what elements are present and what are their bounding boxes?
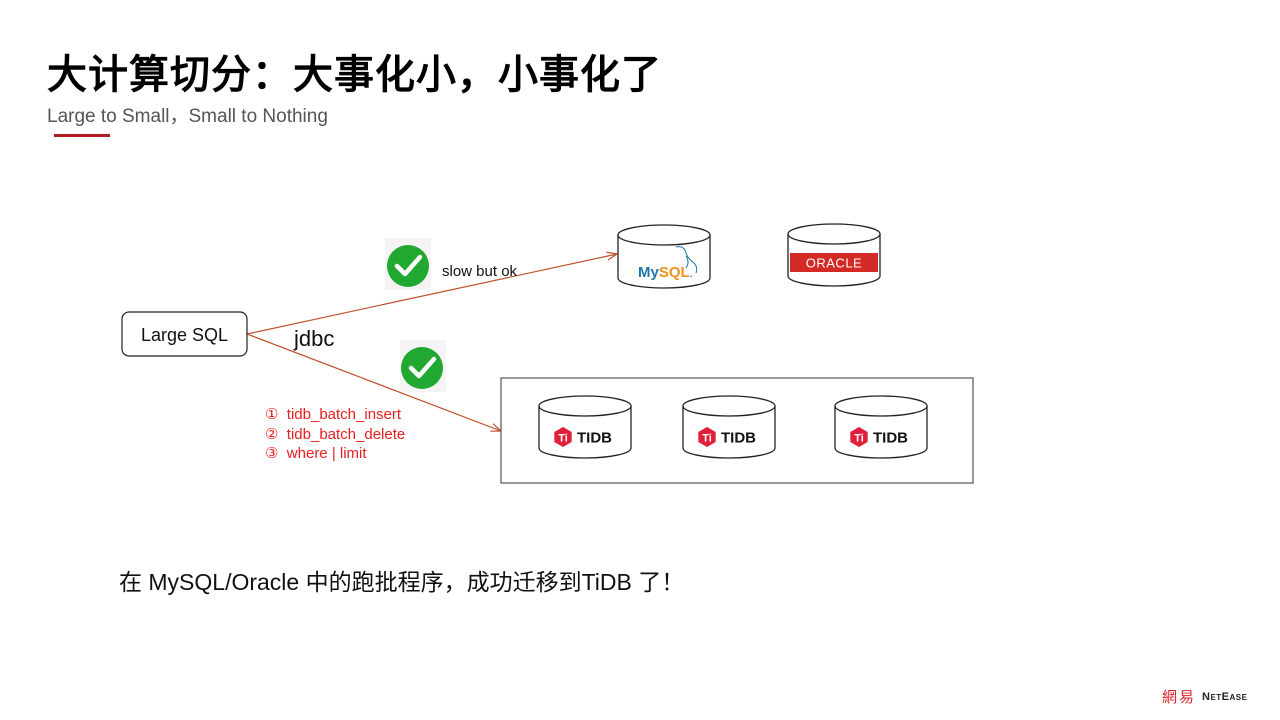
slide-title: 大计算切分：大事化小，小事化了 xyxy=(47,52,662,98)
tidb-label: TIDB xyxy=(721,430,756,447)
brand-en: NetEase xyxy=(1202,690,1248,703)
tidb-label: TIDB xyxy=(577,430,612,447)
tidb-logo-icon xyxy=(850,427,868,447)
large-sql-label: Large SQL xyxy=(141,325,228,345)
svg-text:Ti: Ti xyxy=(854,433,864,445)
svg-text:ORACLE: ORACLE xyxy=(806,256,862,271)
slide-caption: 在 MySQL/Oracle 中的跑批程序，成功迁移到TiDB 了！ xyxy=(119,569,685,595)
mysql-database: MySQL. xyxy=(617,224,711,289)
svg-text:Ti: Ti xyxy=(558,433,568,445)
tidb-database: Ti TIDB xyxy=(682,395,776,459)
tidb-database: Ti TIDB xyxy=(538,395,632,459)
arrow-to-tidb-cluster xyxy=(246,333,501,431)
tidb-steps-list: ① tidb_batch_insert ② tidb_batch_delete … xyxy=(265,405,405,464)
tidb-label: TIDB xyxy=(873,430,908,447)
tidb-database: Ti TIDB xyxy=(834,395,928,459)
jdbc-label: jdbc xyxy=(293,326,334,351)
slow-but-ok-label: slow but ok xyxy=(442,263,518,280)
check-circle-icon xyxy=(400,340,446,392)
oracle-database: ORACLE xyxy=(787,223,881,287)
title-accent-bar xyxy=(54,134,110,137)
svg-text:Ti: Ti xyxy=(702,433,712,445)
svg-text:MySQL.: MySQL. xyxy=(638,264,692,281)
brand-cn: 網易 xyxy=(1162,688,1197,706)
step-item: ① tidb_batch_insert xyxy=(265,406,402,423)
check-circle-icon xyxy=(385,238,431,290)
netease-logo: 網易 NetEase xyxy=(1162,686,1247,707)
mysql-logo: MySQL. xyxy=(638,246,698,281)
large-sql-node: Large SQL xyxy=(121,311,248,357)
arrow-to-mysql xyxy=(246,254,617,335)
tidb-logo-icon xyxy=(554,427,572,447)
tidb-logo-icon xyxy=(698,427,716,447)
slide-subtitle: Large to Small，Small to Nothing xyxy=(47,106,328,127)
oracle-logo: ORACLE xyxy=(790,253,878,272)
step-item: ② tidb_batch_delete xyxy=(265,425,406,443)
step-item: ③ where | limit xyxy=(265,445,367,462)
